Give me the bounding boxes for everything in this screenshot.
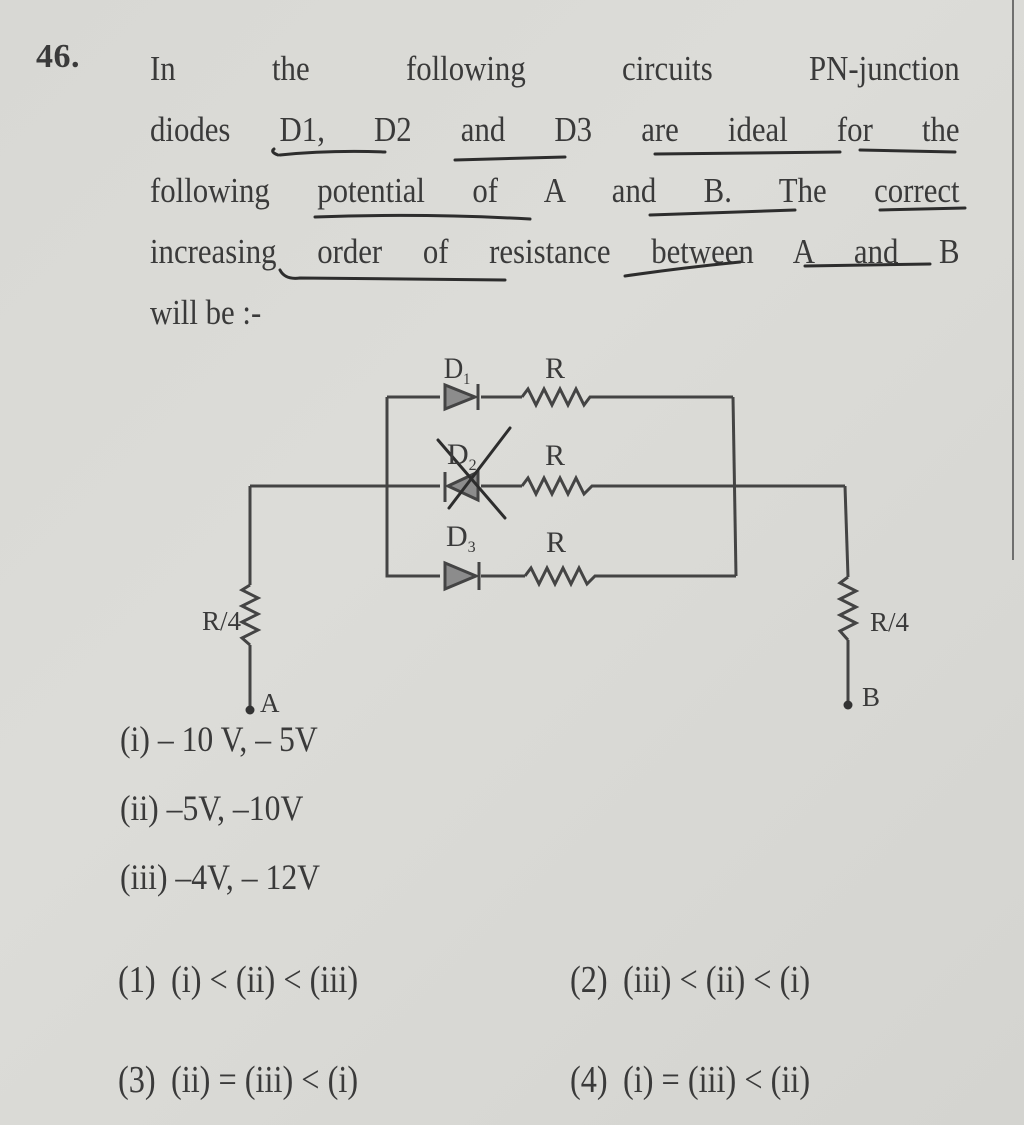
stem-line-2: diodes D1, D2 and D3 are ideal for the bbox=[150, 110, 960, 149]
resistor-left-r4 bbox=[238, 583, 262, 647]
left-r4-label: R/4 bbox=[202, 606, 242, 636]
stem-line-5: will be :- bbox=[150, 293, 262, 332]
d2-label: D2 bbox=[447, 438, 477, 474]
option-2-text: (iii) < (ii) < (i) bbox=[622, 959, 811, 1001]
option-3-text: (ii) = (iii) < (i) bbox=[170, 1059, 359, 1101]
case-iii: (iii) –4V, – 12V bbox=[120, 857, 321, 897]
resistor-r2 bbox=[520, 474, 598, 498]
option-1[interactable]: (1) (i) < (ii) < (iii) bbox=[118, 958, 358, 1002]
option-4[interactable]: (4) (i) = (iii) < (ii) bbox=[570, 1058, 810, 1102]
option-2[interactable]: (2) (iii) < (ii) < (i) bbox=[570, 958, 810, 1002]
option-4-number: (4) bbox=[570, 1059, 608, 1101]
option-4-text: (i) = (iii) < (ii) bbox=[622, 1059, 811, 1101]
terminal-b-dot bbox=[843, 700, 853, 710]
question-number: 46. bbox=[36, 38, 80, 75]
case-i: (i) – 10 V, – 5V bbox=[120, 719, 318, 759]
option-1-text: (i) < (ii) < (iii) bbox=[170, 959, 359, 1001]
option-2-number: (2) bbox=[570, 959, 608, 1001]
resistor-r3 bbox=[523, 564, 600, 588]
pen-cross-d2 bbox=[436, 426, 512, 520]
terminal-a-dot bbox=[245, 705, 255, 715]
resistor-r1 bbox=[520, 385, 596, 409]
circuit-diagram: D1 D2 D3 R R R R/4 R/4 A B bbox=[202, 352, 910, 718]
pen-annotations bbox=[271, 147, 967, 282]
d1-label: D1 bbox=[444, 353, 471, 388]
cases-list: (i) – 10 V, – 5V (ii) –5V, –10V (iii) –4… bbox=[120, 718, 320, 925]
option-3[interactable]: (3) (ii) = (iii) < (i) bbox=[118, 1058, 358, 1102]
stem-line-3: following potential of A and B. The corr… bbox=[150, 171, 960, 210]
resistor-right-r4 bbox=[836, 575, 860, 641]
d3-label: D3 bbox=[446, 520, 476, 556]
question-stem: In the following circuits PN-junction di… bbox=[150, 38, 960, 343]
terminal-b-label: B bbox=[862, 682, 880, 712]
terminal-a-label: A bbox=[260, 688, 280, 718]
stem-line-1: In the following circuits PN-junction bbox=[150, 49, 960, 88]
r2-label: R bbox=[545, 439, 565, 472]
right-r4-label: R/4 bbox=[870, 607, 910, 637]
r3-label: R bbox=[546, 526, 566, 559]
case-ii: (ii) –5V, –10V bbox=[120, 788, 304, 828]
option-1-number: (1) bbox=[118, 959, 156, 1001]
diode-d1 bbox=[443, 382, 480, 412]
option-3-number: (3) bbox=[118, 1059, 156, 1101]
r1-label: R bbox=[545, 352, 565, 385]
page-edge bbox=[1012, 0, 1014, 560]
diode-d3 bbox=[443, 560, 481, 592]
